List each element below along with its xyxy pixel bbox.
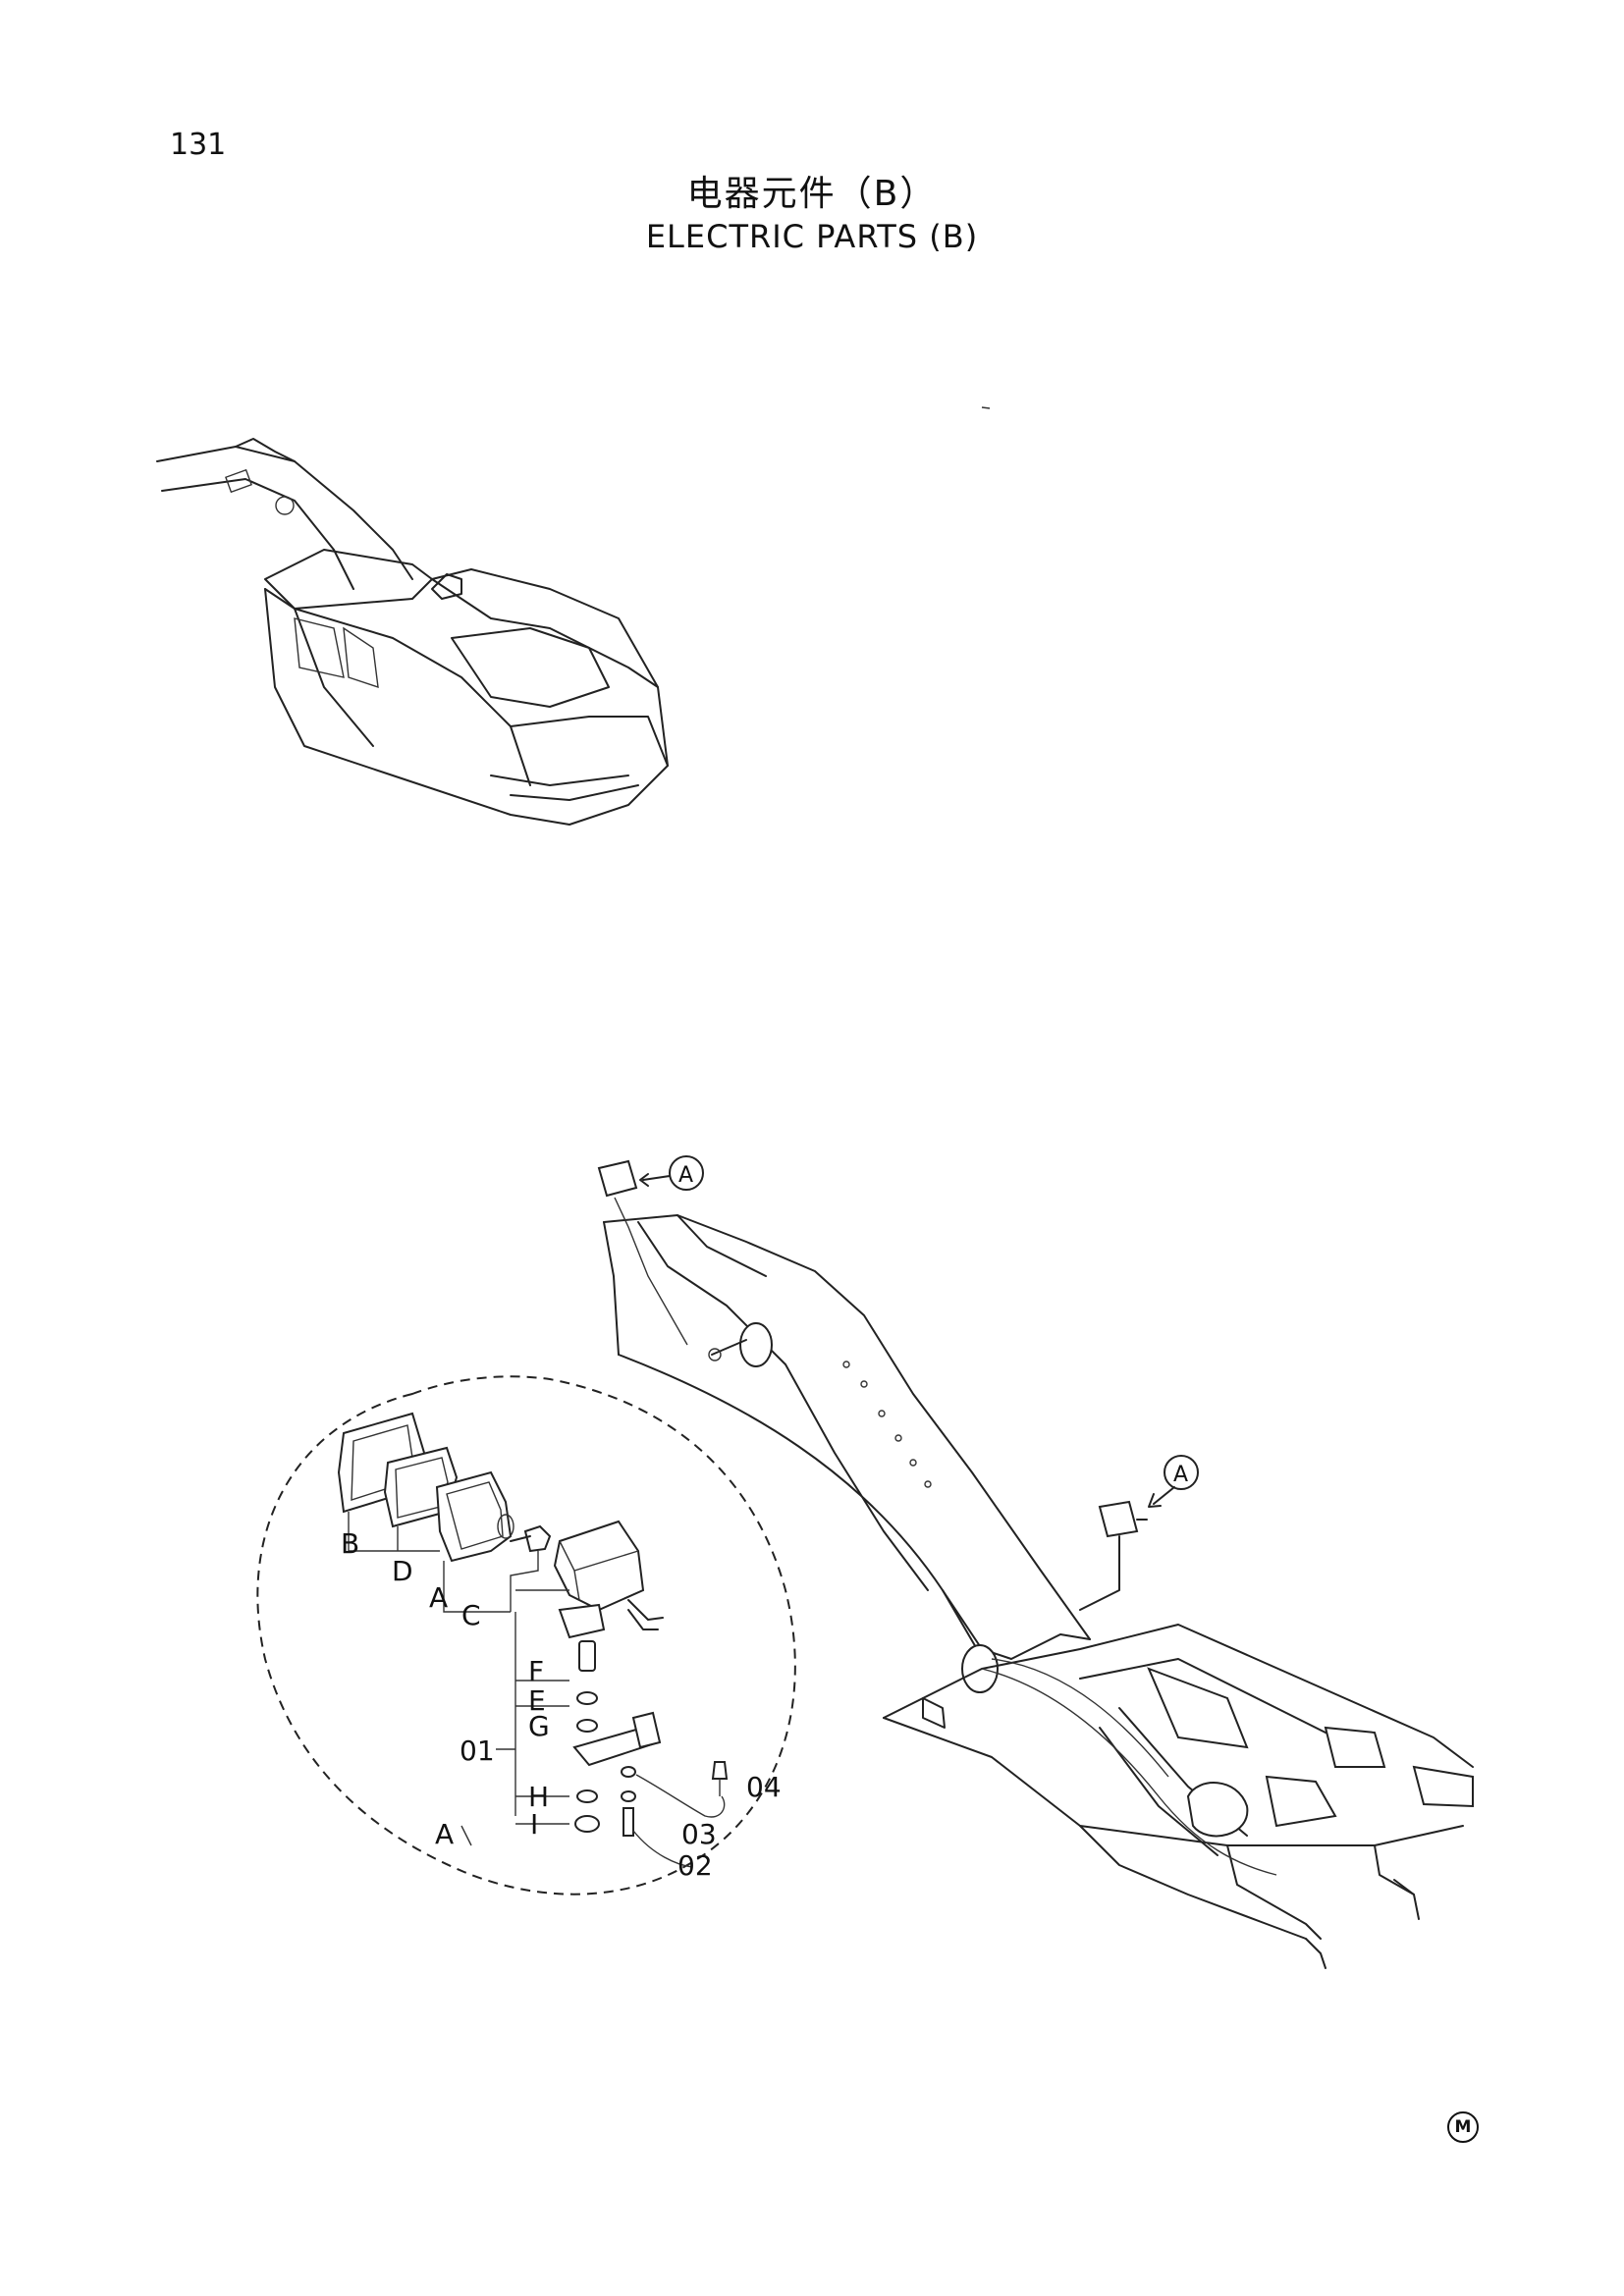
boom-and-frame-illustration <box>597 1159 1474 1969</box>
detail-assembly-label: A <box>435 1818 454 1850</box>
page-title-chinese: 电器元件（B） <box>686 174 938 214</box>
detail-a-lamp-assembly <box>256 1375 796 1896</box>
detail-label-c: C <box>461 1599 481 1631</box>
detail-label-b: B <box>341 1527 359 1560</box>
detail-label-d: D <box>392 1555 413 1587</box>
page-title-english: ELECTRIC PARTS (B) <box>645 218 979 255</box>
detail-label-f: F <box>528 1655 544 1687</box>
part-number-03: 03 <box>681 1818 717 1850</box>
callout-a-right-label: A <box>1173 1463 1188 1487</box>
m-circle-mark: M <box>1447 2111 1479 2143</box>
detail-label-i: I <box>530 1808 538 1841</box>
callout-a-right: A <box>1148 1455 1199 1508</box>
callout-a-top-label: A <box>678 1163 693 1188</box>
callout-a-top: A <box>639 1155 704 1191</box>
detail-label-h: H <box>528 1781 549 1813</box>
detail-label-a: A <box>429 1581 448 1614</box>
part-number-01: 01 <box>460 1735 495 1767</box>
excavator-overview-illustration <box>156 438 669 826</box>
detail-label-g: G <box>528 1710 550 1742</box>
part-number-04: 04 <box>746 1771 782 1803</box>
page-number: 131 <box>170 128 227 162</box>
detail-label-e: E <box>528 1684 546 1717</box>
part-number-02: 02 <box>677 1849 713 1882</box>
